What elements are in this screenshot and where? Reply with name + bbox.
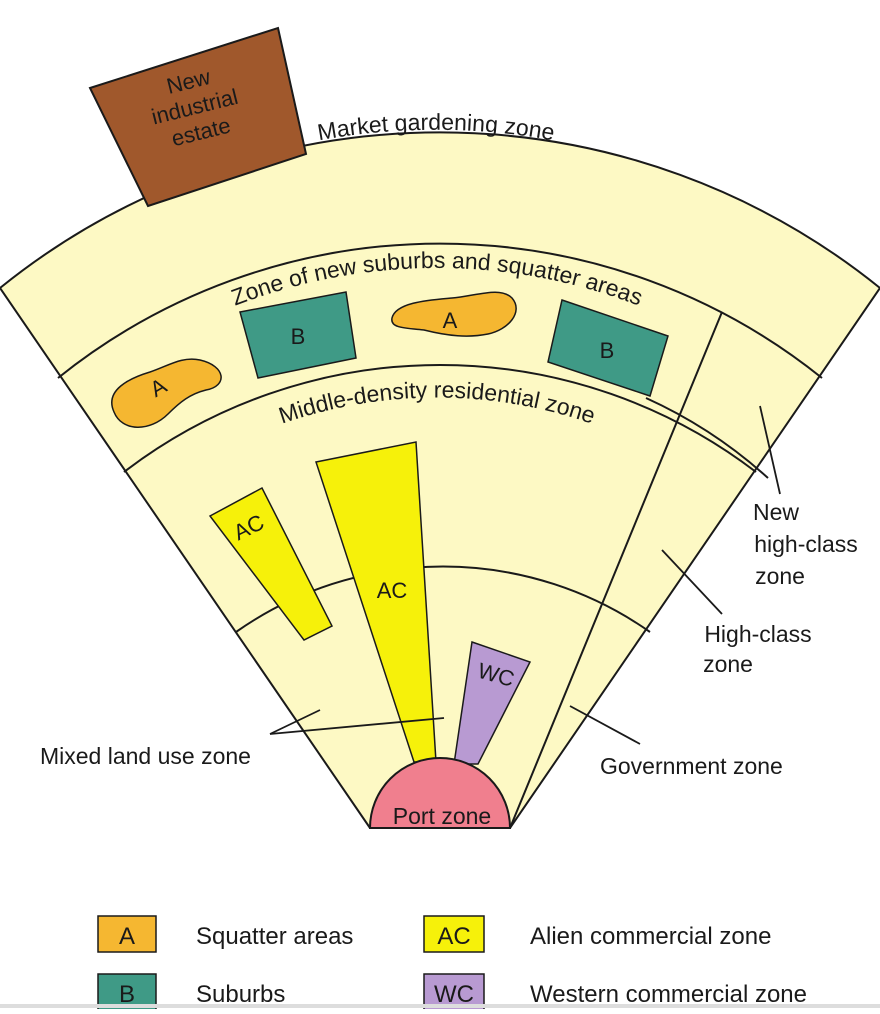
city-fan	[0, 131, 880, 829]
port-zone-label: Port zone	[393, 803, 491, 829]
suburb-right	[547, 299, 669, 397]
legend: A Squatter areas AC Alien commercial zon…	[97, 915, 807, 1011]
leader-mixed-right	[269, 717, 445, 735]
legend-code-western-commercial: WC	[434, 981, 474, 1008]
squatter-area-left	[111, 358, 222, 428]
mixed-land-use-label: Mixed land use zone	[40, 743, 251, 769]
high-class-label-line2: zone	[703, 651, 753, 677]
leader-mixed-left	[269, 709, 321, 735]
high-class-label-line1: High-class	[704, 621, 811, 647]
port-zone	[368, 757, 512, 829]
alien-commercial-large-label: AC	[377, 578, 408, 603]
legend-code-squatter: A	[119, 923, 135, 950]
western-commercial	[453, 640, 532, 765]
legend-label-squatter: Squatter areas	[196, 923, 353, 950]
boundary-market-suburbs	[57, 242, 823, 379]
squatter-center-label: A	[443, 308, 458, 333]
suburb-left	[239, 291, 357, 379]
legend-swatch-alien-commercial	[423, 915, 485, 953]
squatter-area-center	[391, 291, 517, 337]
government-zone-label: Government zone	[600, 753, 783, 779]
legend-label-alien-commercial: Alien commercial zone	[530, 923, 771, 950]
alien-commercial-small	[208, 486, 334, 641]
leader-government	[569, 705, 641, 745]
legend-label-western-commercial: Western commercial zone	[530, 981, 807, 1008]
suburb-left-label: B	[291, 324, 306, 349]
legend-code-alien-commercial: AC	[437, 923, 470, 950]
new-high-class-label-line3: zone	[755, 563, 805, 589]
industrial-estate	[88, 26, 308, 208]
high-class-sector-line	[509, 311, 723, 829]
suburb-right-label: B	[600, 338, 615, 363]
legend-label-suburbs: Suburbs	[196, 981, 285, 1008]
boundary-suburbs-middle	[123, 363, 757, 473]
leader-high-class	[661, 549, 723, 615]
new-high-class-label-line2: high-class	[754, 531, 858, 557]
leader-new-high-class	[759, 405, 781, 495]
new-high-class-boundary	[645, 397, 769, 479]
legend-code-suburbs: B	[119, 981, 135, 1008]
legend-swatch-squatter	[97, 915, 157, 953]
new-high-class-label-line1: New	[753, 499, 799, 525]
